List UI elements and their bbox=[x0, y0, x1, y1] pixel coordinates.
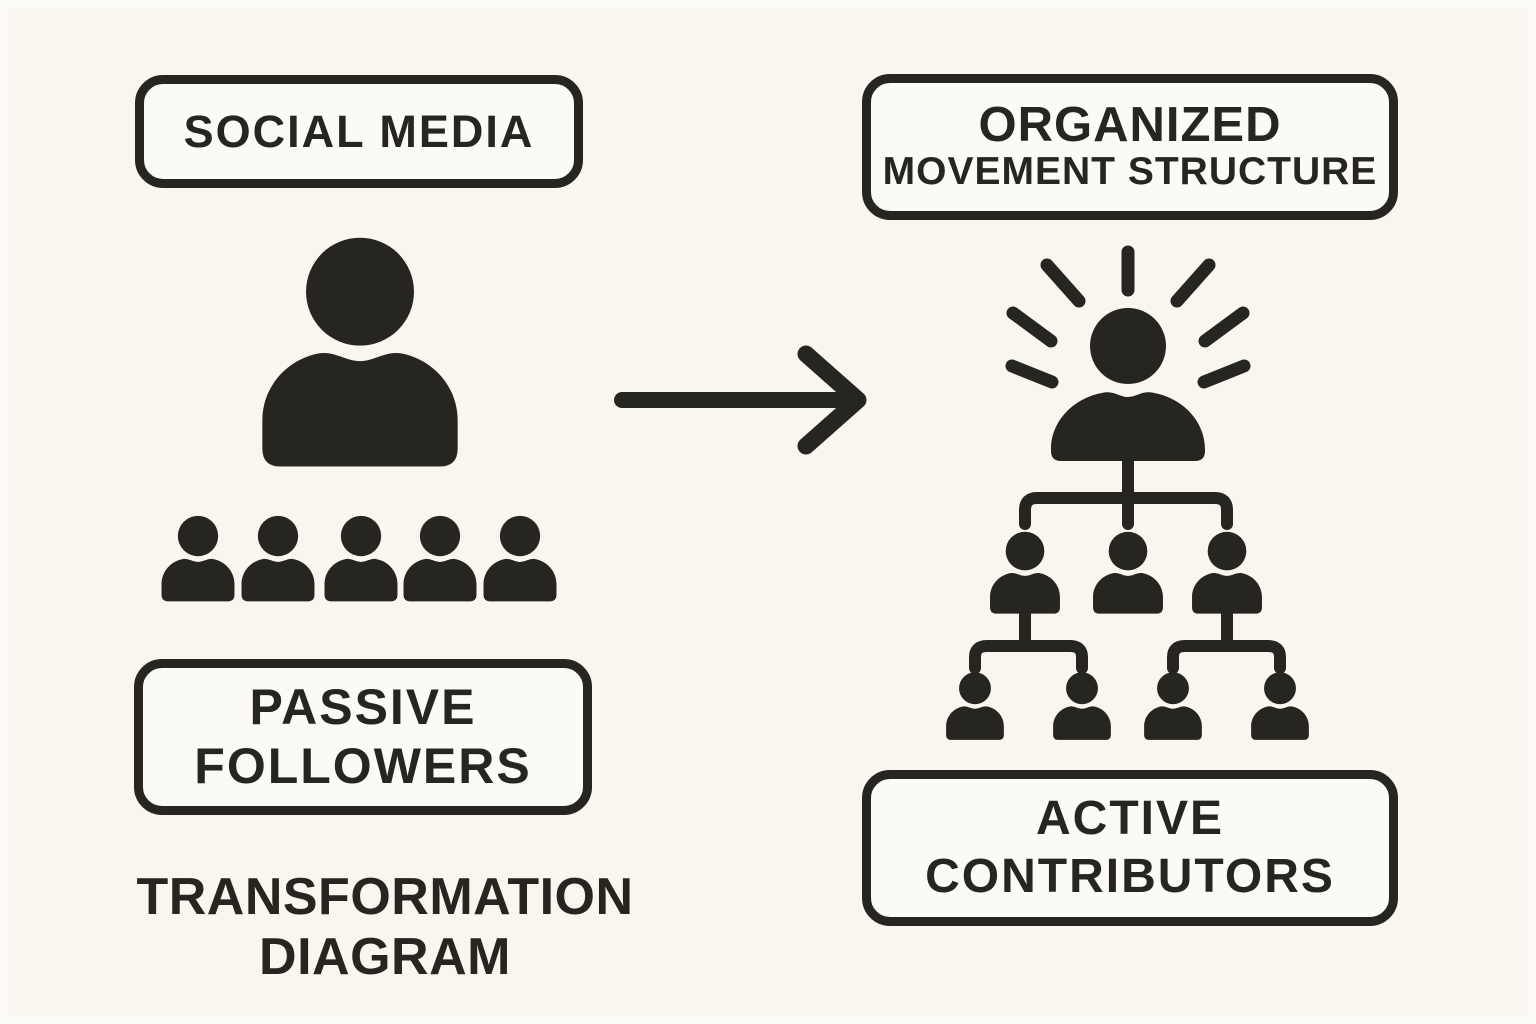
person-icon bbox=[262, 237, 458, 467]
sunburst-rays-icon bbox=[1005, 245, 1251, 389]
arrow-right-icon bbox=[614, 345, 867, 455]
social-media-label: SOCIAL MEDIA bbox=[183, 105, 535, 157]
active-contributors-box: ACTIVE CONTRIBUTORS bbox=[862, 770, 1398, 926]
diagram-caption: TRANSFORMATION DIAGRAM bbox=[110, 868, 660, 988]
passive-label-line2: FOLLOWERS bbox=[194, 738, 532, 794]
organized-movement-box: ORGANIZED MOVEMENT STRUCTURE bbox=[862, 74, 1398, 220]
crowd-icon bbox=[161, 515, 557, 602]
tier3-people bbox=[946, 672, 1309, 740]
org-connector-left bbox=[969, 608, 1088, 674]
org-connector-right bbox=[1167, 608, 1286, 674]
passive-followers-box: PASSIVE FOLLOWERS bbox=[134, 659, 592, 815]
caption-line2: DIAGRAM bbox=[259, 927, 511, 986]
organized-label-line1: ORGANIZED bbox=[978, 98, 1282, 153]
caption-line1: TRANSFORMATION bbox=[136, 868, 634, 926]
leader-sunburst-icon bbox=[1005, 245, 1251, 461]
passive-followers-figure bbox=[161, 237, 557, 602]
org-connector-top bbox=[1019, 455, 1233, 530]
org-chart-icon bbox=[946, 245, 1309, 740]
active-label-line1: ACTIVE bbox=[1035, 792, 1224, 846]
tier2-people bbox=[990, 531, 1262, 614]
passive-label-line1: PASSIVE bbox=[249, 679, 477, 735]
active-label-line2: CONTRIBUTORS bbox=[925, 850, 1335, 903]
social-media-box: SOCIAL MEDIA bbox=[135, 75, 583, 188]
organized-label-line2: MOVEMENT STRUCTURE bbox=[882, 150, 1378, 194]
